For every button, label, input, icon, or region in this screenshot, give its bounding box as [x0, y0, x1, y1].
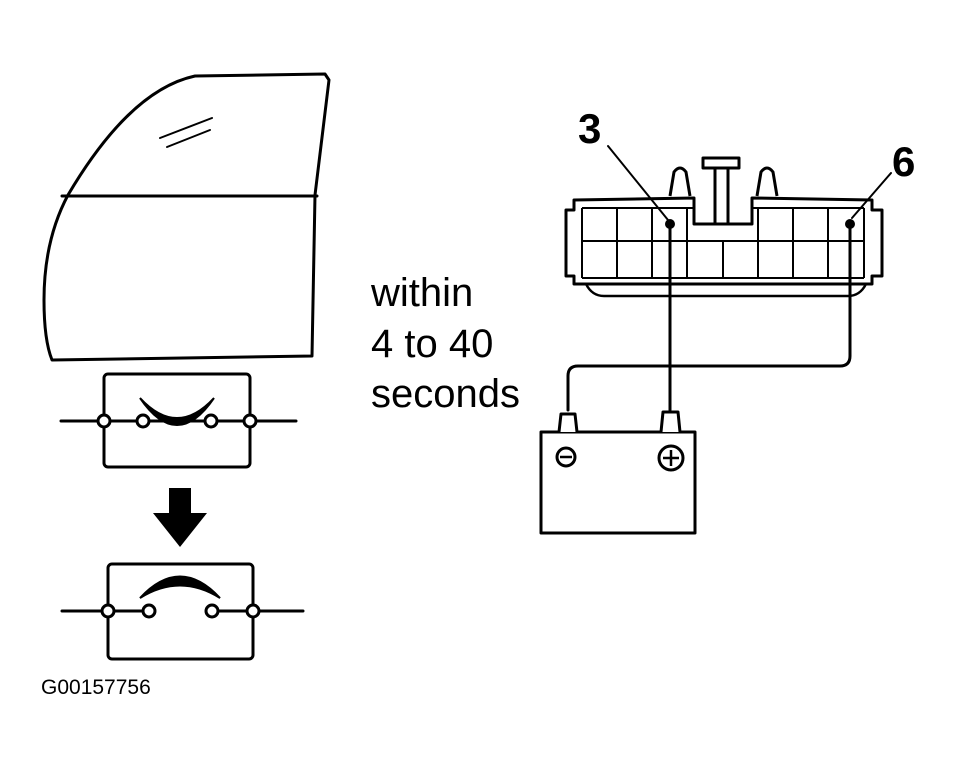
test-leads — [566, 145, 892, 412]
door-illustration — [42, 72, 331, 362]
connector-latch-right — [755, 166, 779, 197]
battery-positive-post — [659, 410, 682, 433]
timing-text-line-1: within — [370, 271, 473, 315]
terminal-dot — [204, 603, 220, 619]
connector — [564, 156, 884, 298]
door-outline — [42, 72, 331, 362]
window-glare-2 — [166, 129, 211, 148]
figure-id: G00157756 — [41, 676, 151, 699]
switch-contact-arc-open — [139, 575, 221, 599]
terminal-dot — [100, 603, 116, 619]
timing-text-line-3: seconds — [371, 372, 520, 416]
terminal-dot — [96, 413, 112, 429]
switch-closed-state — [59, 372, 298, 469]
terminal-dot — [242, 413, 258, 429]
pin-6-label: 6 — [892, 138, 915, 185]
terminal-dot — [141, 603, 157, 619]
battery-negative-post — [557, 412, 579, 433]
down-arrow-icon — [153, 488, 207, 547]
connector-bottom-skirt — [584, 283, 868, 298]
connector-latch-left — [668, 166, 692, 197]
battery — [539, 410, 697, 535]
battery-negative-terminal-icon — [555, 446, 577, 468]
connector-pin-grid — [581, 207, 865, 279]
pin-6-leader-line — [851, 172, 892, 219]
battery-positive-terminal-icon — [657, 444, 685, 472]
pin-3-leader-line — [607, 145, 669, 221]
pin-3-label: 3 — [578, 105, 601, 152]
window-glare-1 — [159, 117, 213, 139]
terminal-dot — [203, 413, 219, 429]
switch-contact-arc-closed — [139, 397, 215, 426]
terminal-dot — [245, 603, 261, 619]
switch-open-state — [60, 562, 305, 661]
negative-lead-wire — [566, 222, 852, 412]
connector-lock-tab — [701, 156, 741, 170]
timing-text-line-2: 4 to 40 — [371, 322, 493, 366]
terminal-dot — [135, 413, 151, 429]
